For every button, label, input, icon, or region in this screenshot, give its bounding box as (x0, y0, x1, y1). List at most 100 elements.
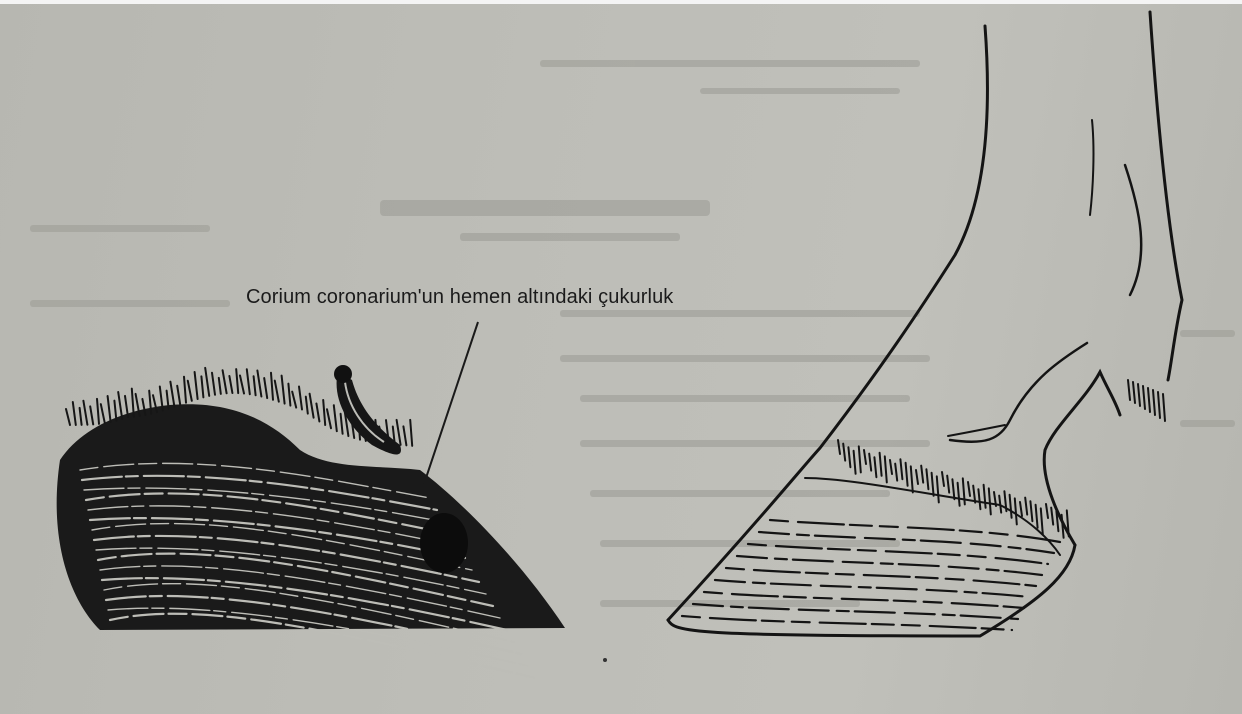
hoof-growth-ring (748, 544, 1048, 564)
hoof-growth-ring (715, 580, 1030, 597)
hair-stroke (83, 401, 87, 425)
hair-stroke (240, 375, 244, 393)
hair-stroke (397, 420, 401, 445)
hoof-sole-line (668, 545, 1075, 636)
coronet-hair-stroke (926, 469, 928, 489)
coronet-hair-stroke (952, 479, 954, 499)
hair-stroke (184, 377, 186, 403)
hair-stroke (299, 386, 302, 409)
coronet-hair-stroke (1010, 495, 1012, 518)
hoof-growth-ring (682, 616, 1012, 630)
coronet-hair-stroke (1025, 498, 1027, 515)
coronet-hair-stroke (911, 466, 913, 492)
hair-stroke (205, 368, 209, 396)
hoof-heel-outline (1044, 372, 1120, 545)
hair-stroke (125, 396, 128, 417)
coronet-hair-stroke (978, 489, 980, 509)
coronary-depression (420, 513, 468, 573)
hair-stroke (212, 373, 215, 395)
hair-stroke (306, 397, 308, 414)
hair-stroke (323, 400, 325, 425)
coronet-hair-stroke (848, 447, 850, 467)
coronet-hair-stroke (999, 496, 1001, 513)
coronet-hair-stroke (916, 470, 918, 484)
coronet-hair-stroke (1015, 498, 1017, 524)
hair-stroke (254, 376, 256, 395)
heel-hair-stroke (1153, 390, 1155, 415)
coronet-hair-stroke (921, 466, 923, 483)
coronet-hair-stroke (984, 485, 986, 508)
hair-stroke (264, 378, 267, 398)
coronet-hair-stroke (1030, 501, 1032, 521)
hair-stroke (201, 376, 203, 397)
heel-hair-stroke (1128, 380, 1130, 400)
coronet-hair-stroke (869, 454, 871, 471)
hair-stroke (229, 376, 232, 393)
hair-stroke (219, 378, 221, 394)
coronet-hair-stroke (885, 456, 887, 482)
heel-hair-stroke (1158, 392, 1160, 418)
coronet-hair-stroke (900, 459, 902, 479)
heel-hair-stroke (1148, 388, 1150, 412)
coronet-hair-stroke (1041, 508, 1043, 534)
coronet-hair-stroke (968, 482, 970, 496)
coronet-hair-stroke (937, 476, 939, 502)
dust-speck (603, 658, 607, 662)
hair-stroke (282, 376, 285, 404)
hair-stroke (66, 409, 70, 425)
hair-stroke (177, 386, 180, 405)
spur-knob (334, 365, 352, 383)
coronet-hair-stroke (864, 450, 866, 464)
coronet-hair-stroke (880, 453, 882, 476)
coronet-hair-stroke (1062, 515, 1064, 538)
hair-stroke (118, 392, 122, 419)
coronet-hair-stroke (1020, 502, 1022, 516)
hair-stroke (327, 409, 331, 428)
coronet-hair-stroke (1051, 508, 1053, 525)
hoof-corium-drawing (57, 365, 565, 678)
coronet-hair-stroke (859, 446, 861, 472)
callout-label: Corium coronarium'un hemen altındaki çuk… (246, 286, 673, 309)
coronet-hair-stroke (854, 451, 856, 474)
coronet-hair-stroke (1036, 505, 1038, 528)
hair-stroke (341, 414, 343, 434)
coronet-hair-stroke (963, 478, 965, 504)
fetlock-curve (1125, 165, 1141, 295)
hair-stroke (223, 370, 227, 393)
heel-hair-stroke (1138, 384, 1140, 406)
hair-stroke (108, 396, 111, 422)
coronet-hair-stroke (932, 473, 934, 496)
hair-stroke (236, 369, 238, 393)
coronet-hair-stroke (874, 457, 876, 477)
hair-stroke (101, 404, 105, 423)
hair-stroke (188, 381, 192, 401)
coronet-hair-stroke (947, 476, 949, 493)
pastern-curve (950, 343, 1087, 442)
coronet-hair-stroke (895, 464, 897, 481)
hair-stroke (334, 405, 337, 431)
hair-stroke (410, 420, 412, 446)
hair-stroke (271, 373, 273, 400)
coronet-hair-stroke (958, 483, 960, 506)
coronet-hair-stroke (942, 472, 944, 486)
hair-stroke (292, 392, 296, 408)
coronet-hair-stroke (989, 488, 991, 514)
heel-hair-stroke (1133, 382, 1135, 403)
heel-hair-stroke (1143, 386, 1145, 409)
coronet-hair-stroke (890, 460, 892, 474)
hair-stroke (73, 402, 76, 425)
callout-leader-line (424, 322, 478, 484)
hair-stroke (310, 394, 314, 418)
hair-stroke (316, 403, 319, 421)
hair-stroke (195, 372, 198, 399)
hair-stroke (247, 369, 250, 394)
leg-front-outline (668, 26, 987, 620)
hair-stroke (114, 401, 116, 421)
hair-stroke (403, 426, 406, 445)
hair-stroke (257, 371, 261, 397)
hair-stroke (80, 408, 82, 425)
coronet-hair-stroke (906, 463, 908, 486)
hair-stroke (97, 399, 99, 424)
